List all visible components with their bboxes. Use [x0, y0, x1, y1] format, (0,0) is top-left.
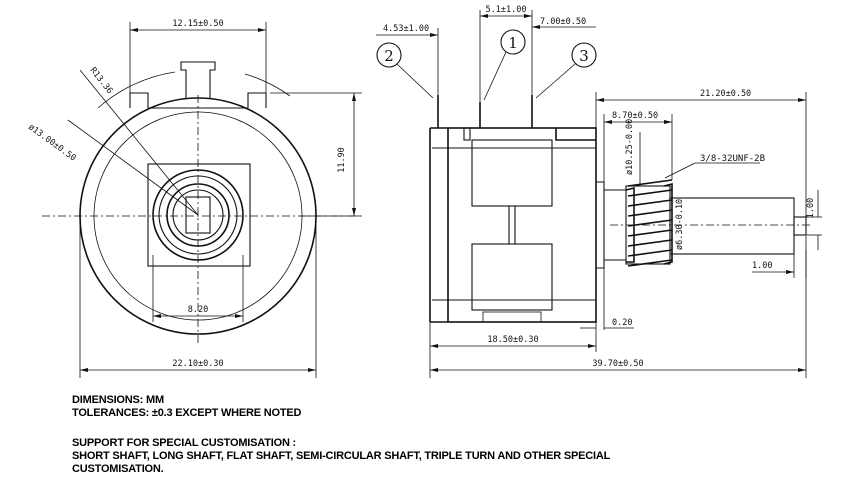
dim-shaft-dia: ø6.30-0.10 — [675, 199, 685, 250]
side-view: 4.53±1.00 5.1±1.00 7.00±0.50 2 1 3 21.20… — [376, 5, 822, 378]
dim-thread-dia: ø10.25-0.00 — [625, 119, 635, 175]
balloon-1 — [500, 29, 526, 55]
svg-text:3: 3 — [579, 47, 589, 65]
dim-thread-length: 8.70±0.50 — [612, 111, 658, 121]
lower-block — [471, 243, 553, 311]
notes-block: DIMENSIONS: MM TOLERANCES: ±0.3 EXCEPT W… — [72, 394, 832, 476]
square-housing — [147, 163, 251, 267]
dim-shaft-total: 21.20±0.50 — [700, 89, 751, 99]
svg-text:2: 2 — [384, 47, 394, 65]
dim-top-width: 12.15±0.50 — [172, 19, 223, 29]
note-support-heading: SUPPORT FOR SPECIAL CUSTOMISATION : — [72, 437, 297, 449]
front-view: 12.15±0.50 11.90 R13.36 ø13.00±0.50 8.20… — [26, 19, 362, 378]
dim-pin-a: 4.53±1.00 — [383, 24, 429, 34]
top-tab — [180, 61, 216, 98]
dim-total-length: 39.70±0.50 — [592, 359, 643, 369]
dim-flat-length: 1.00 — [752, 261, 772, 271]
dim-shaft-width: 8.20 — [188, 305, 208, 315]
thread — [625, 179, 673, 267]
shaft — [669, 197, 795, 255]
note-options: SHORT SHAFT, LONG SHAFT, FLAT SHAFT, SEM… — [72, 450, 611, 462]
note-dimensions: DIMENSIONS: MM — [72, 394, 164, 406]
dim-body-width: 22.10±0.30 — [172, 359, 223, 369]
shaft-tip — [793, 216, 807, 236]
side-body — [447, 127, 597, 323]
upper-block — [471, 139, 553, 207]
note-tolerances: TOLERANCES: ±0.3 EXCEPT WHERE NOTED — [72, 407, 302, 419]
dim-pin-b: 5.1±1.00 — [486, 5, 527, 15]
balloon-3 — [571, 42, 597, 68]
dim-diameter: ø13.00±0.50 — [26, 122, 77, 163]
note-options-end: CUSTOMISATION. — [72, 463, 164, 475]
dim-body-length: 18.50±0.30 — [487, 335, 538, 345]
thread-spec: 3/8-32UNF-2B — [700, 154, 765, 164]
dim-flat-height: 1.00 — [806, 198, 816, 218]
svg-text:1: 1 — [508, 34, 518, 52]
dim-gap: 0.20 — [612, 318, 632, 328]
dim-radius: R13.36 — [88, 66, 115, 96]
dim-pin-c: 7.00±0.50 — [540, 17, 586, 27]
balloon-2 — [376, 42, 402, 68]
dim-height: 11.90 — [337, 147, 347, 173]
